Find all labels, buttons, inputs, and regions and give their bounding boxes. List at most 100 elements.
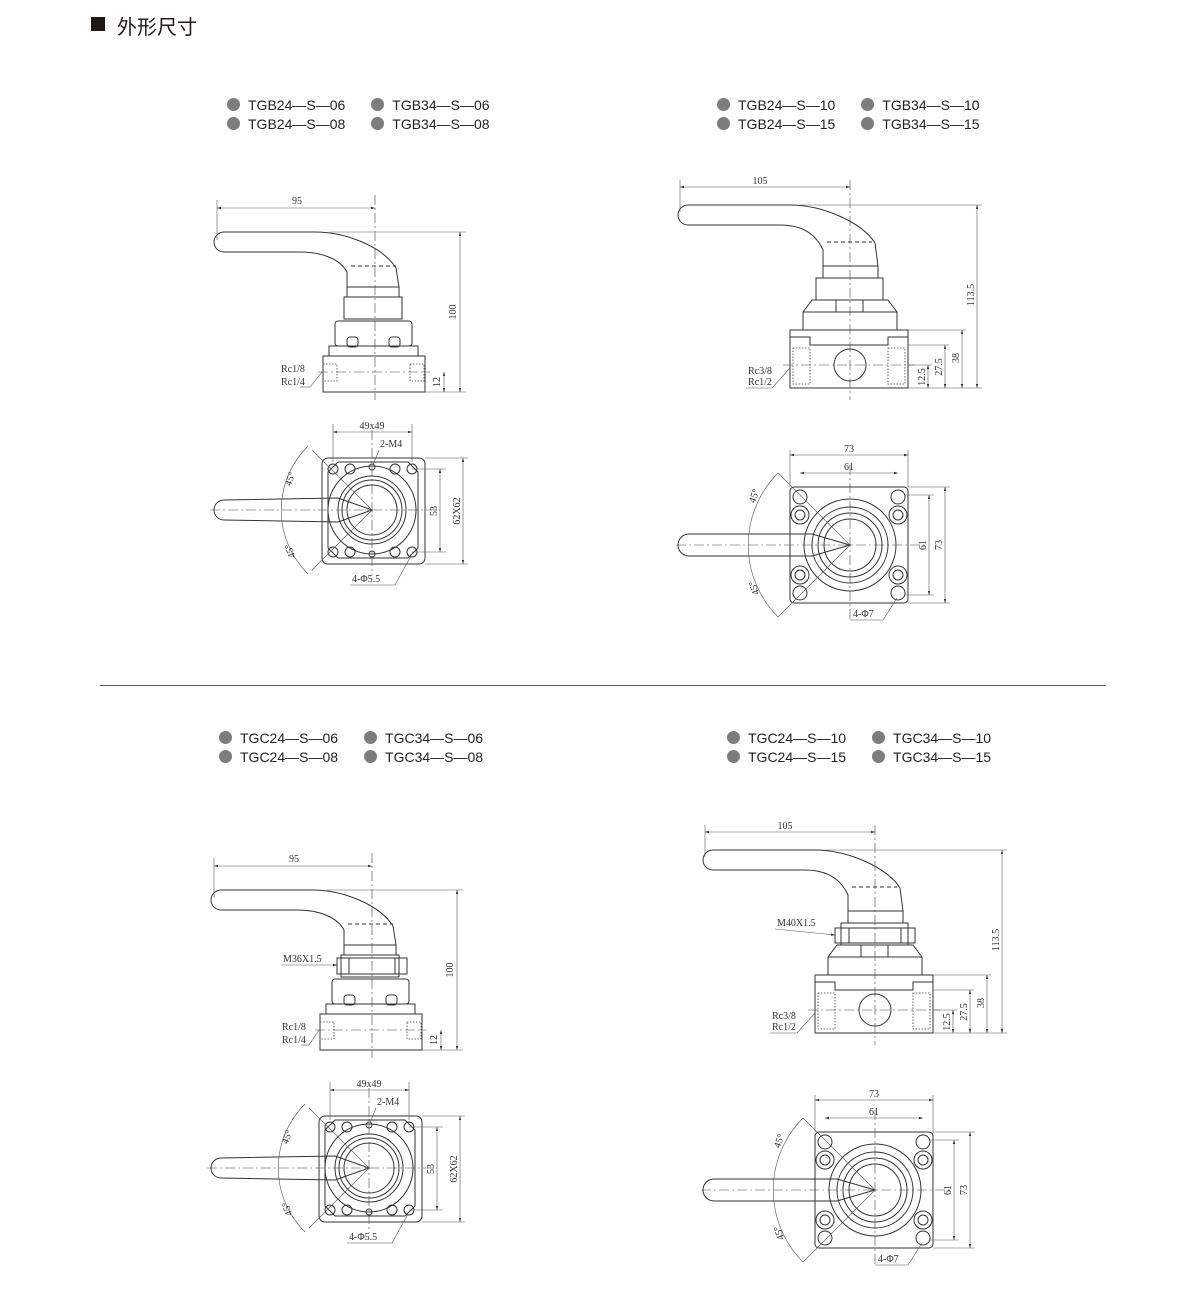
model-label: TGB34—S—08 bbox=[392, 115, 490, 132]
bullet-icon bbox=[872, 731, 886, 744]
model-label: TGC24—S—10 bbox=[748, 729, 847, 746]
legend-item: TGC34—S—06 bbox=[364, 729, 483, 746]
legend-item: TGB34—S—06 bbox=[371, 96, 490, 113]
legend-item: TGB24—S—15 bbox=[717, 115, 835, 132]
dim-width: 95 bbox=[292, 196, 302, 207]
dim-pitch-width: 61 bbox=[844, 462, 854, 473]
dim-height: 113.5 bbox=[966, 284, 977, 306]
bullet-icon bbox=[727, 750, 740, 763]
bullet-icon bbox=[861, 117, 875, 130]
dim-angle-2: 45° bbox=[280, 1200, 295, 1217]
legend-item: TGB34—S—15 bbox=[861, 115, 980, 132]
bullet-icon bbox=[227, 117, 240, 130]
drawing-tgc-large: M40X1.5 105 113.5 38 27.5 12.5 Rc3/8 Rc1… bbox=[700, 821, 1007, 1266]
dim-holes: 4-Φ7 bbox=[853, 609, 874, 620]
dim-outer-width: 73 bbox=[869, 1089, 879, 1100]
model-label: TGB24—S—15 bbox=[738, 115, 836, 132]
port-label-2: Rc1/4 bbox=[282, 1035, 306, 1046]
drawing-tgb-large: 105 113.5 38 27.5 12.5 Rc3/8 Rc1/2 73 61… bbox=[675, 176, 982, 621]
dim-height: 113.5 bbox=[991, 929, 1002, 951]
drawing-tgb-small: 95 100 12 Rc1/8 Rc1/4 49x49 2-M4 53 62X6… bbox=[209, 194, 468, 586]
port-label-2: Rc1/4 bbox=[281, 377, 305, 388]
page-title: 外形尺寸 bbox=[117, 15, 197, 39]
dim-angle-1: 45° bbox=[280, 1129, 295, 1146]
dim-angle-2: 45° bbox=[283, 542, 298, 559]
port-label-1: Rc1/8 bbox=[282, 1022, 306, 1033]
model-legend-tgb-large: TGB24—S—10 TGB34—S—10 TGB24—S—15 TGB34—S… bbox=[717, 96, 980, 132]
dim-holes: 4-Φ5.5 bbox=[352, 574, 380, 585]
dim-height: 100 bbox=[448, 305, 459, 320]
bullet-icon bbox=[717, 117, 730, 130]
bullet-icon bbox=[219, 750, 232, 763]
model-label: TGC24—S—06 bbox=[240, 729, 339, 746]
dim-outer: 62X62 bbox=[452, 497, 463, 524]
legend-item: TGB34—S—08 bbox=[371, 115, 490, 132]
dim-width: 95 bbox=[289, 854, 299, 865]
port-label-1: Rc3/8 bbox=[772, 1011, 796, 1022]
legend-item: TGB24—S—08 bbox=[227, 115, 345, 132]
port-label-2: Rc1/2 bbox=[748, 377, 772, 388]
dim-inner: 53 bbox=[426, 1164, 437, 1174]
model-label: TGC34—S—10 bbox=[893, 729, 992, 746]
model-label: TGB34—S—06 bbox=[392, 96, 490, 113]
legend-item: TGC24—S—15 bbox=[727, 748, 846, 765]
bullet-icon bbox=[371, 98, 385, 111]
port-label-2: Rc1/2 bbox=[772, 1022, 796, 1033]
bullet-icon bbox=[227, 98, 240, 111]
dim-port-height: 12 bbox=[432, 377, 443, 387]
dim-h2: 27.5 bbox=[934, 358, 945, 376]
model-label: TGC24—S—15 bbox=[748, 748, 847, 765]
model-label: TGC24—S—08 bbox=[240, 748, 339, 765]
header-square-icon bbox=[91, 17, 105, 31]
dim-outer-width: 73 bbox=[844, 444, 854, 455]
dim-tap: 2-M4 bbox=[380, 439, 402, 450]
model-legend-tgc-small: TGC24—S—06 TGC34—S—06 TGC24—S—08 TGC34—S… bbox=[219, 729, 483, 765]
legend-item: TGC34—S—10 bbox=[872, 729, 991, 746]
dim-h3: 12.5 bbox=[917, 368, 928, 386]
bullet-icon bbox=[364, 731, 378, 744]
dim-pitch: 49x49 bbox=[357, 1079, 382, 1090]
model-label: TGC34—S—06 bbox=[385, 729, 484, 746]
bullet-icon bbox=[371, 117, 385, 130]
model-label: TGB34—S—10 bbox=[882, 96, 980, 113]
model-legend-tgb-small: TGB24—S—06 TGB34—S—06 TGB24—S—08 TGB34—S… bbox=[227, 96, 490, 132]
legend-item: TGB24—S—06 bbox=[227, 96, 345, 113]
bullet-icon bbox=[219, 731, 232, 744]
bullet-icon bbox=[727, 731, 740, 744]
dim-angle-1: 45° bbox=[283, 471, 298, 488]
dim-pitch-height: 61 bbox=[943, 1185, 954, 1195]
dim-angle-1: 45° bbox=[747, 488, 762, 505]
model-label: TGB24—S—10 bbox=[738, 96, 836, 113]
dim-width: 105 bbox=[753, 176, 768, 187]
legend-item: TGC24—S—08 bbox=[219, 748, 338, 765]
dim-h1: 38 bbox=[976, 998, 987, 1008]
dim-angle-1: 45° bbox=[772, 1133, 787, 1150]
model-legend-tgc-large: TGC24—S—10 TGC34—S—10 TGC24—S—15 TGC34—S… bbox=[727, 729, 991, 765]
dim-pitch-width: 61 bbox=[869, 1107, 879, 1118]
legend-item: TGB24—S—10 bbox=[717, 96, 835, 113]
legend-item: TGC34—S—08 bbox=[364, 748, 483, 765]
model-label: TGB24—S—08 bbox=[248, 115, 346, 132]
model-label: TGC34—S—15 bbox=[893, 748, 992, 765]
bullet-icon bbox=[861, 98, 875, 111]
dim-port-height: 12 bbox=[429, 1035, 440, 1045]
dim-holes: 4-Φ5.5 bbox=[349, 1232, 377, 1243]
legend-item: TGC24—S—10 bbox=[727, 729, 846, 746]
dim-h1: 38 bbox=[951, 353, 962, 363]
dim-outer-height: 73 bbox=[959, 1185, 970, 1195]
dim-width: 105 bbox=[778, 821, 793, 832]
legend-item: TGB34—S—10 bbox=[861, 96, 980, 113]
dim-h3: 12.5 bbox=[942, 1013, 953, 1031]
drawing-tgc-small: M36X1.5 95 100 12 Rc1/8 Rc1/4 49x49 2-M4… bbox=[206, 852, 465, 1244]
dim-thread: M40X1.5 bbox=[777, 918, 816, 929]
section-divider bbox=[100, 685, 1106, 686]
dim-outer: 62X62 bbox=[449, 1155, 460, 1182]
dim-angle-2: 45° bbox=[747, 579, 762, 596]
dim-height: 100 bbox=[445, 963, 456, 978]
port-label-1: Rc3/8 bbox=[748, 366, 772, 377]
legend-item: TGC24—S—06 bbox=[219, 729, 338, 746]
dim-tap: 2-M4 bbox=[377, 1097, 399, 1108]
legend-item: TGC34—S—15 bbox=[872, 748, 991, 765]
dim-angle-2: 45° bbox=[772, 1224, 787, 1241]
model-label: TGC34—S—08 bbox=[385, 748, 484, 765]
